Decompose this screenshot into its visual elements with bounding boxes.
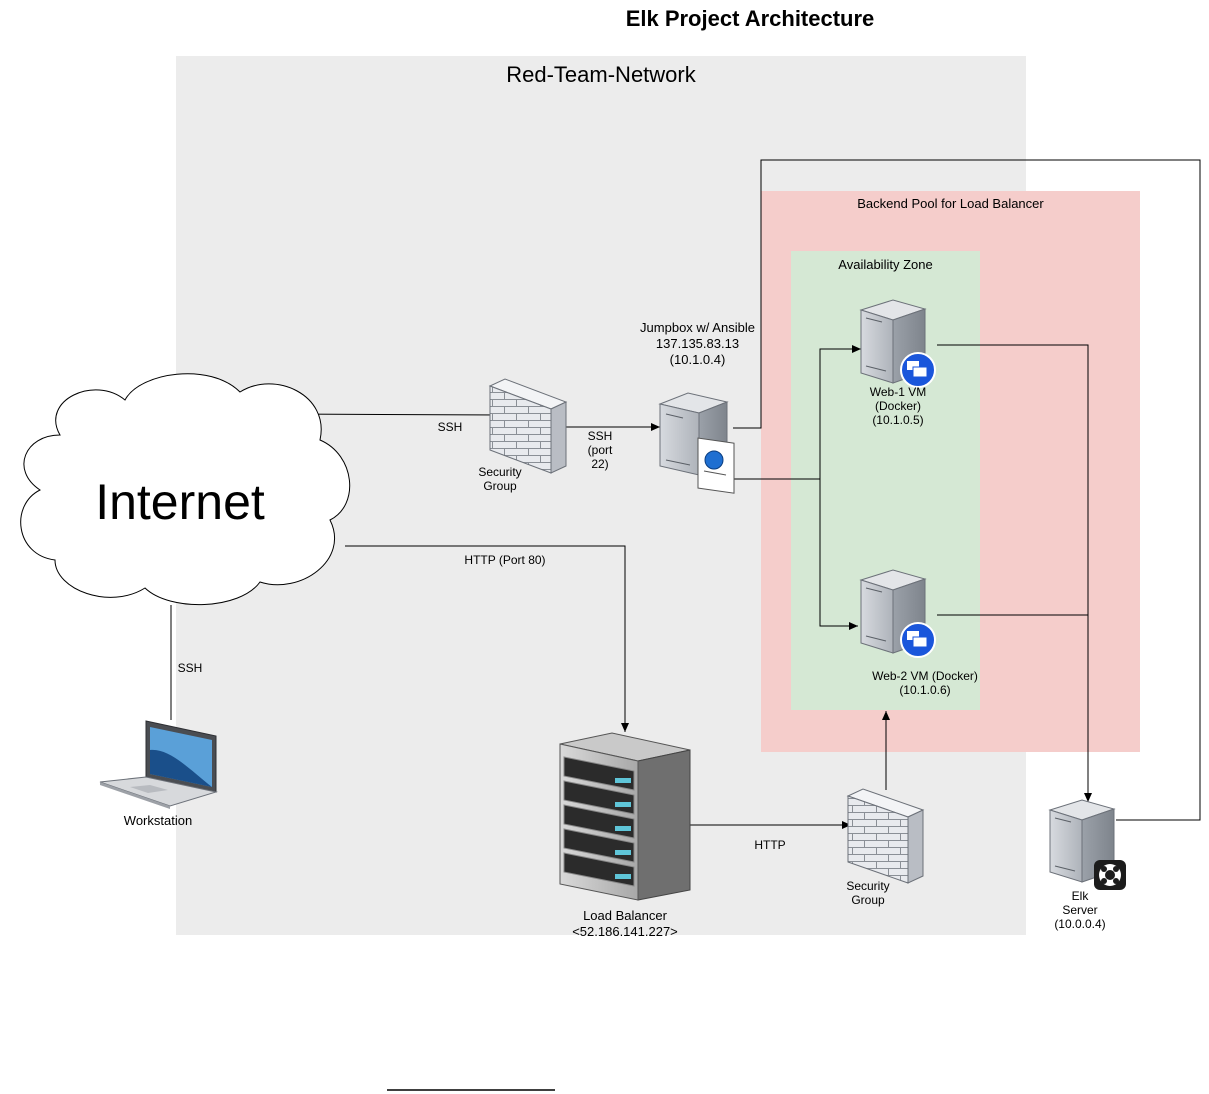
laptop-icon [99,720,218,809]
web2-server-icon [859,569,936,658]
edge-label-http-port80: HTTP (Port 80) [464,553,546,567]
red-team-network-label: Red-Team-Network [506,62,696,87]
firewall-icon-bottom [846,788,925,884]
jumpbox-server-icon [658,392,735,494]
edge-internet-lb [345,545,629,732]
availability-zone-label: Availability Zone [838,257,933,272]
load-balancer-rack-icon [559,732,691,901]
diagram-title: Elk Project Architecture [625,6,875,31]
web1-server-icon [859,299,936,388]
internet-label: Internet [95,474,265,530]
load-balancer-label: Load Balancer<52.186.141.227> [572,908,678,939]
edge-label-ssh-internet: SSH [437,420,463,434]
elk-server-icon [1048,799,1126,890]
internet-cloud-icon [20,373,351,605]
edge-web1-elk [937,344,1092,802]
edge-to-web1 [819,345,861,479]
edge-jumpbox-elk-loop [733,159,1201,821]
edge-internet-sg [284,410,504,419]
firewall-icon-top [488,378,568,474]
edge-label-ssh-workstation: SSH [177,661,203,675]
edge-label-http-lb: HTTP [754,838,786,852]
workstation-label: Workstation [123,813,193,828]
backend-pool-label: Backend Pool for Load Balancer [857,196,1044,211]
edge-to-web2 [819,479,858,630]
web2-label: Web-2 VM (Docker)(10.1.0.6) [872,669,978,697]
web1-label: Web-1 VM(Docker)(10.1.0.5) [869,385,927,427]
